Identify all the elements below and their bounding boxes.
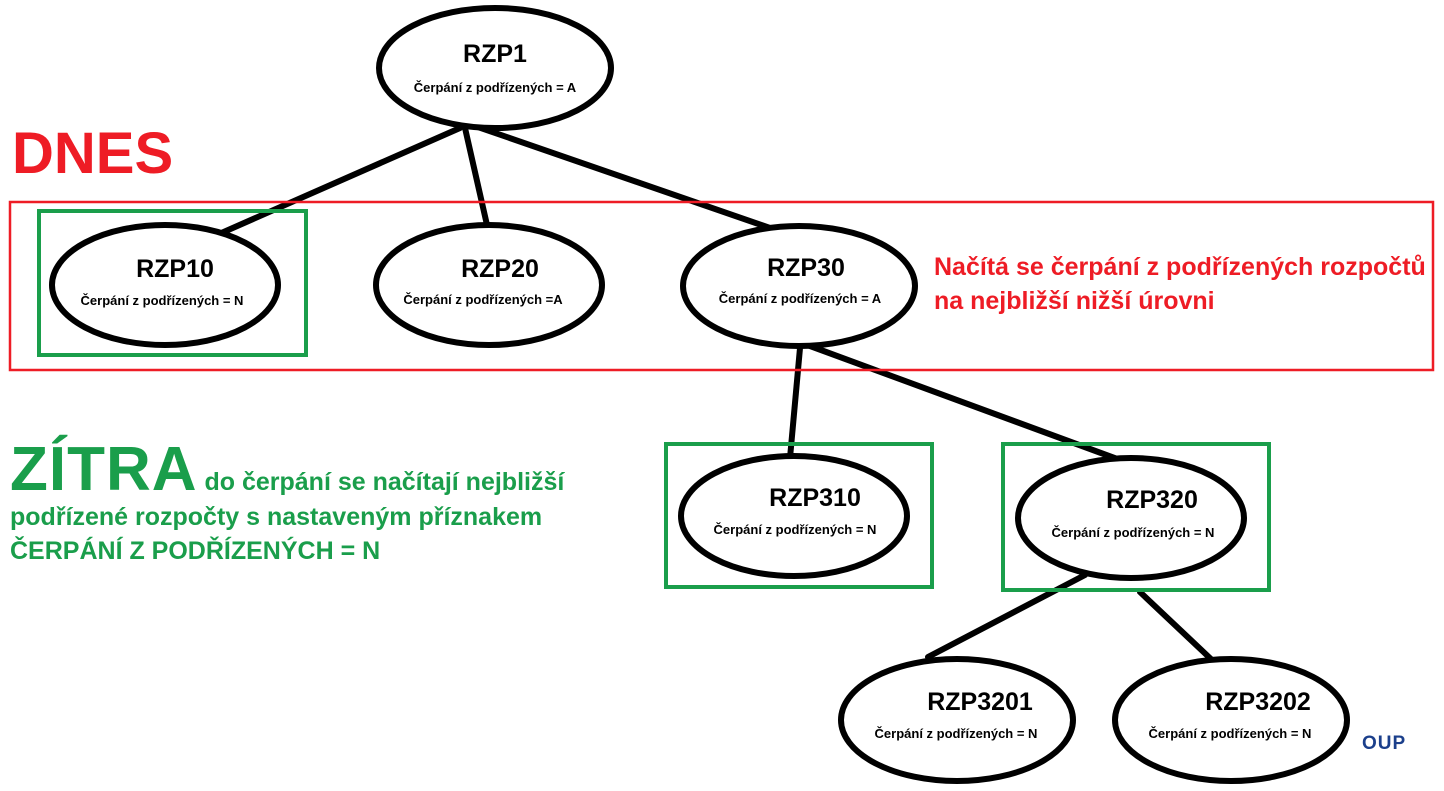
node-title: RZP10 (136, 255, 214, 283)
node-title: RZP30 (767, 254, 845, 282)
node-title: RZP1 (463, 40, 527, 68)
node-subtitle: Čerpání z podřízených = N (1052, 525, 1215, 540)
edge-rzp320-rzp3202 (1137, 589, 1215, 663)
highlight-frame-rzp310 (664, 442, 934, 589)
node-subtitle: Čerpání z podřízených = N (714, 522, 877, 537)
node-subtitle: Čerpání z podřízených =A (403, 292, 563, 307)
node-subtitle: Čerpání z podřízených = A (414, 80, 577, 95)
node-subtitle: Čerpání z podřízených = N (875, 726, 1038, 741)
node-rzp320: RZP320 Čerpání z podřízených = N (1015, 455, 1247, 581)
edge-rzp1-rzp20 (462, 125, 490, 228)
edge-rzp320-rzp3201 (925, 572, 1088, 660)
today-highlight-frame (8, 200, 1435, 372)
tomorrow-description-block: ZÍTRA do čerpání se načítají nejbližší p… (10, 439, 660, 568)
node-rzp3202: RZP3202 Čerpání z podřízených = N (1112, 656, 1350, 784)
node-title: RZP20 (461, 255, 539, 283)
edge-rzp30-rzp320 (807, 343, 1123, 463)
node-title: RZP3202 (1205, 688, 1311, 716)
node-title: RZP320 (1106, 486, 1198, 514)
node-title: RZP310 (769, 484, 861, 512)
heading-today: DNES (12, 121, 174, 186)
highlight-frame-rzp320 (1001, 442, 1271, 592)
heading-tomorrow: ZÍTRA (10, 435, 198, 504)
node-subtitle: Čerpání z podřízených = N (81, 293, 244, 308)
node-rzp10: RZP10 Čerpání z podřízených = N (49, 222, 281, 348)
tomorrow-description: do čerpání se načítají nejbližší podříze… (10, 468, 565, 565)
highlight-frame-rzp10 (37, 209, 308, 357)
node-subtitle: Čerpání z podřízených = A (719, 291, 882, 306)
node-rzp3201: RZP3201 Čerpání z podřízených = N (838, 656, 1076, 784)
note-today: Načítá se čerpání z podřízených rozpočtů… (934, 253, 1426, 315)
edge-rzp1-rzp10 (207, 125, 463, 241)
node-rzp30: RZP30 Čerpání z podřízených = A (680, 223, 918, 349)
edge-rzp1-rzp30 (472, 123, 773, 231)
node-subtitle: Čerpání z podřízených = N (1149, 726, 1312, 741)
edge-rzp30-rzp310 (787, 345, 803, 461)
node-rzp310: RZP310 Čerpání z podřízených = N (678, 453, 910, 579)
node-title: RZP3201 (927, 688, 1033, 716)
logo-fragment: OUP (1362, 733, 1407, 754)
node-rzp1: RZP1 Čerpání z podřízených = A (376, 5, 614, 131)
node-rzp20: RZP20 Čerpání z podřízených =A (373, 222, 605, 348)
